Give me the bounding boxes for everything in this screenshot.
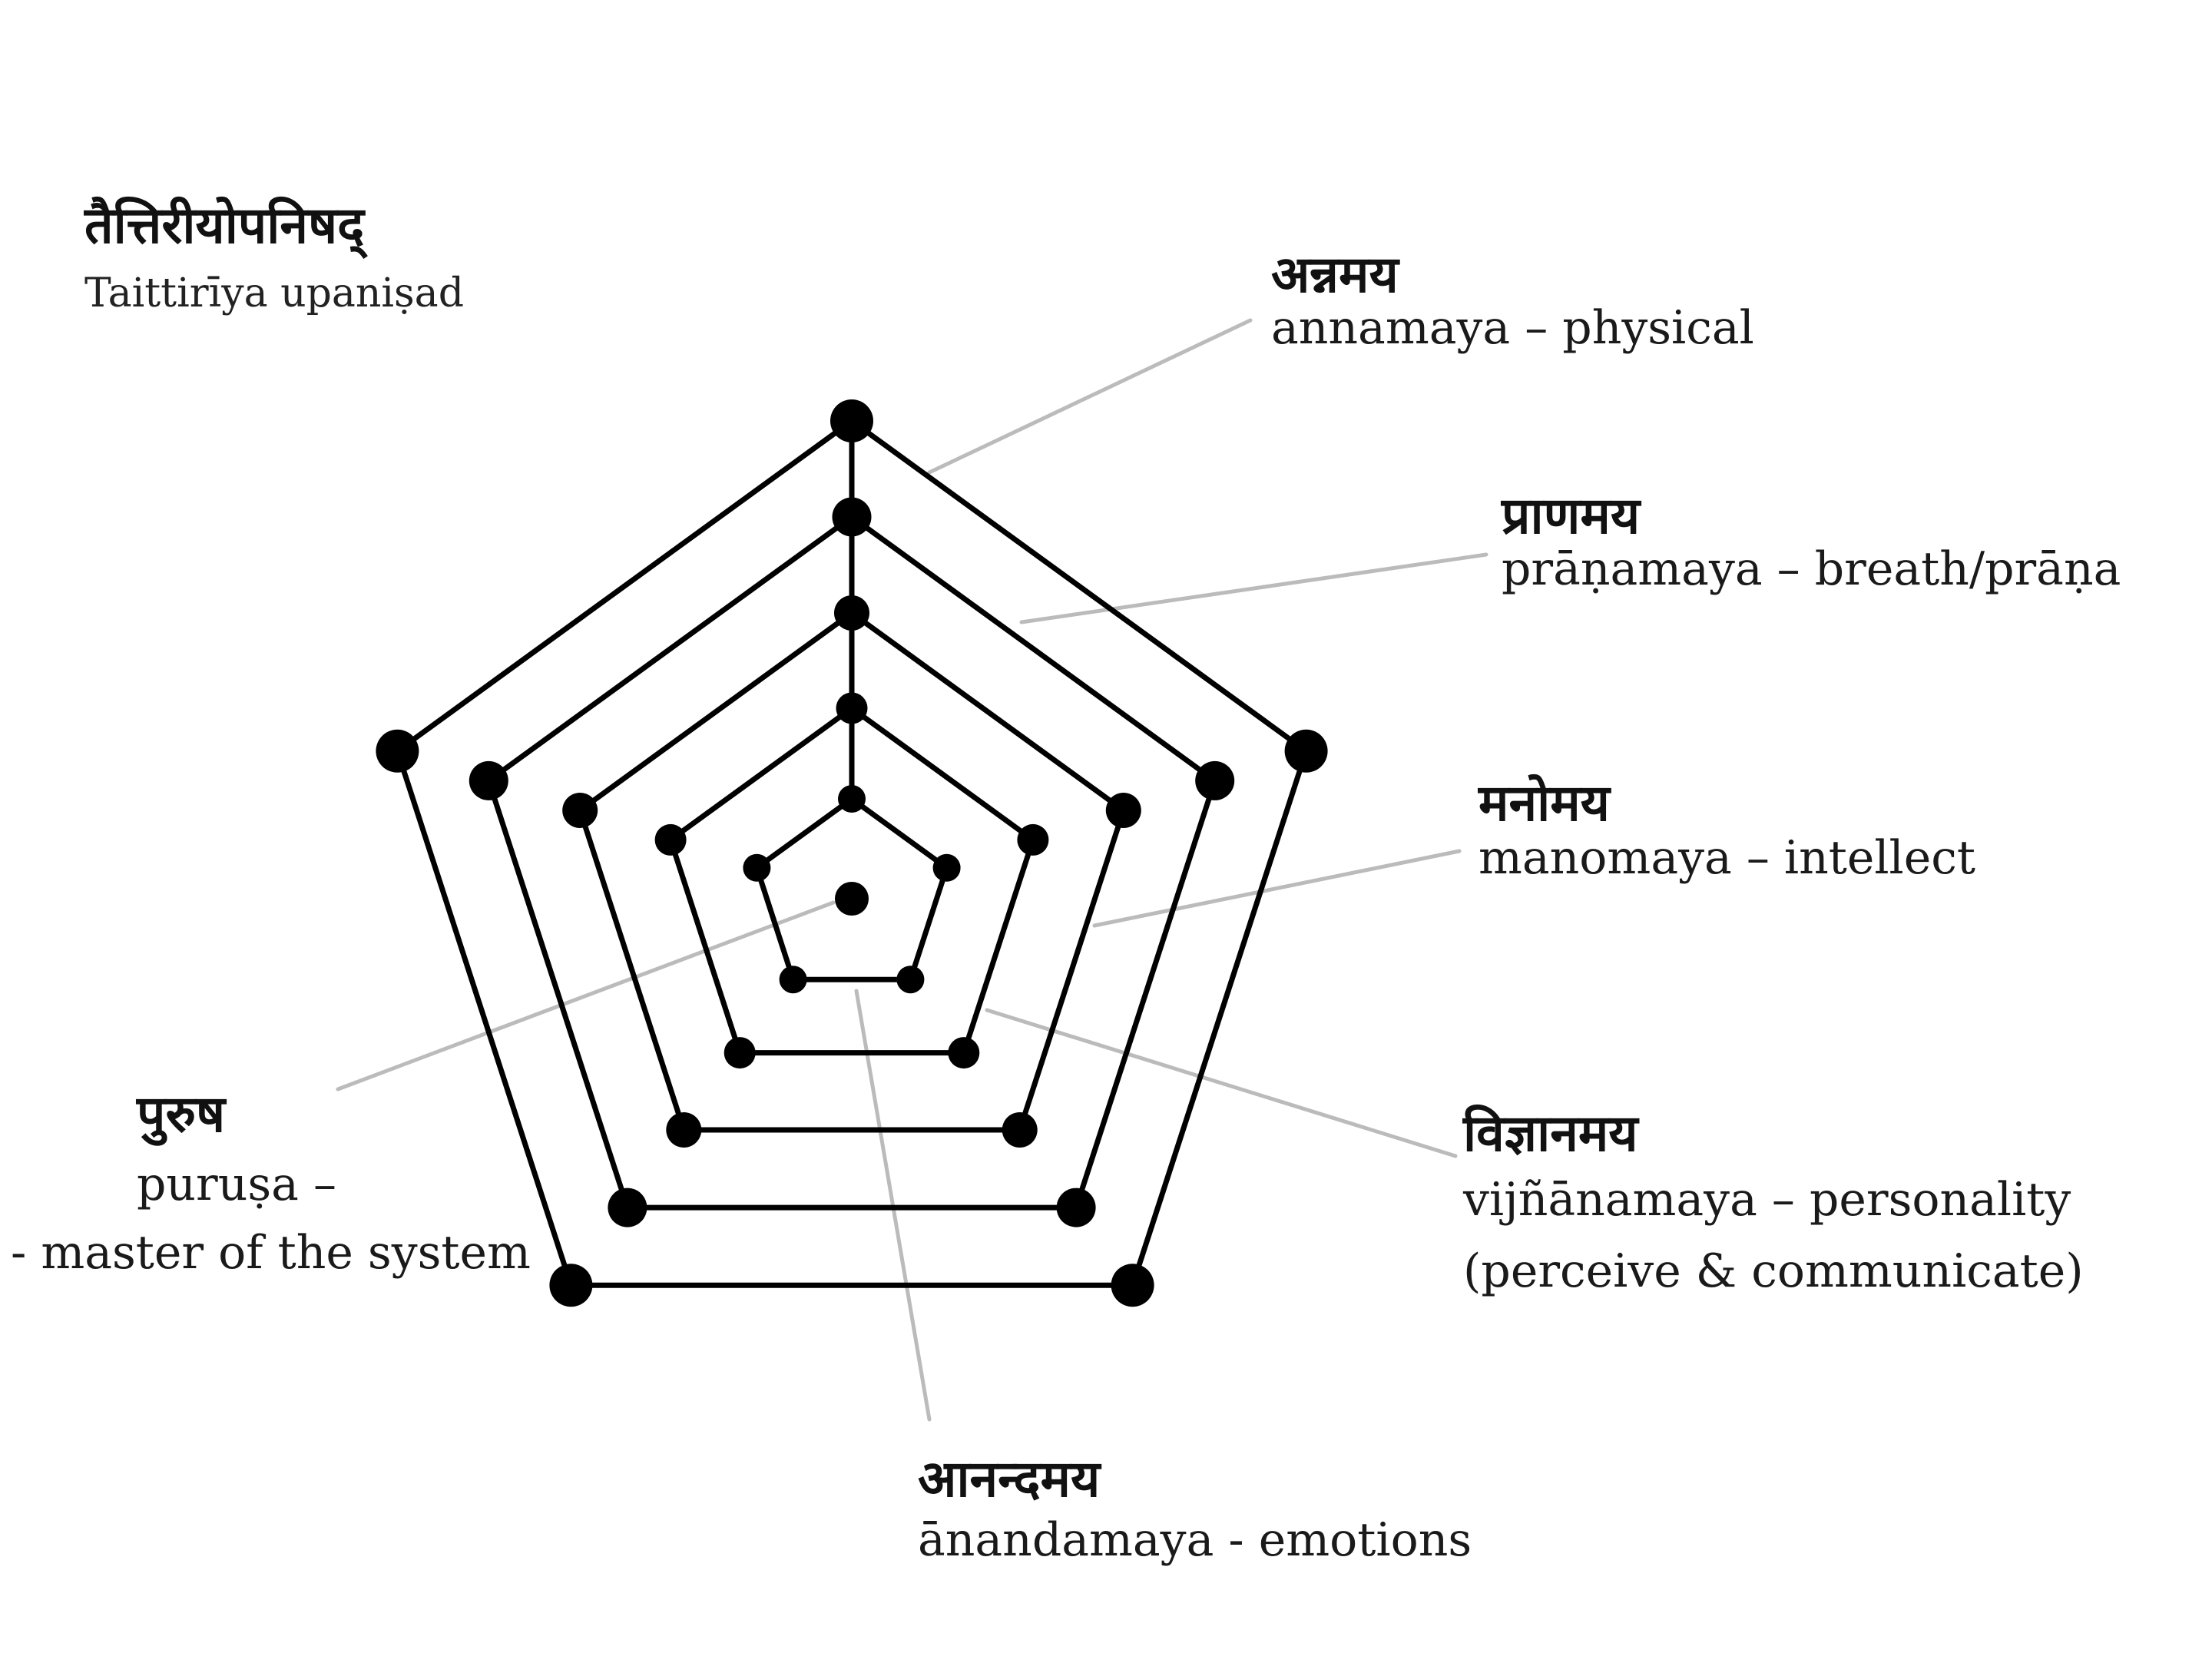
title-roman: Taittirīya upaniṣad [84,270,464,316]
title-devanagari: तैत्तिरीयोपनिषद् [84,196,365,255]
vertex-dot-r2-v3 [948,1037,980,1069]
vertex-dot-r1-v5 [743,853,771,882]
vertex-dot-r5-v2 [1284,729,1328,773]
vertex-dot-r3-v2 [1105,793,1141,828]
leader-manomaya [1092,849,1462,928]
label-vijnanamaya-roman: vijñānamaya – personality [1463,1173,2071,1227]
label-anandamaya-devanagari: आनन्दमय [918,1449,1101,1509]
leader-vijnanamaya [985,1008,1458,1158]
label-annamaya-roman: annamaya – physical [1271,301,1754,355]
vertex-dot-r4-v5 [469,760,508,800]
label-anandamaya-roman: ānandamaya - emotions [918,1513,1472,1567]
pentagon-ring-1 [753,795,950,982]
vertex-dot-r2-v4 [724,1037,756,1069]
vertex-dot-r2-v5 [654,823,687,856]
vertex-dot-r1-v4 [779,966,807,994]
vertex-dot-r5-v1 [830,399,873,442]
label-purusha-roman: puruṣa – [137,1158,337,1211]
vertex-dot-r1-v3 [896,966,925,994]
label-pranamaya-roman: prāṇamaya – breath/prāṇa [1502,542,2121,596]
pentagon-ring-4 [485,513,1218,1211]
vertex-dot-r1-v2 [932,853,961,882]
vertex-dot-r5-v3 [1111,1264,1154,1307]
label-vijnanamaya-roman-2: (perceive & communicate) [1463,1244,2084,1298]
leader-annamaya [927,318,1253,475]
label-manomaya-roman: manomaya – intellect [1479,831,1975,885]
leader-pranamaya [1019,552,1488,624]
label-purusha-roman-2: - master of the system [11,1226,531,1280]
vertex-dot-r3-v5 [562,793,598,828]
pentagon-ring-2 [667,704,1037,1056]
vertex-dot-r2-v2 [1017,823,1049,856]
label-vijnanamaya-devanagari: विज्ञानमय [1463,1104,1638,1163]
label-pranamaya-devanagari: प्राणमय [1502,486,1641,545]
vertex-dot-r3-v1 [834,595,869,631]
pentagon-ring-5 [394,417,1310,1288]
leader-purusha [336,900,836,1092]
center-dot [835,882,869,916]
vertex-dot-r4-v2 [1195,760,1235,800]
vertex-dot-r4-v3 [1056,1188,1096,1227]
label-manomaya-devanagari: मनोमय [1479,773,1610,833]
vertex-dot-r2-v1 [836,692,868,724]
pentagon-ring-3 [577,609,1127,1133]
vertex-dot-r1-v1 [838,785,866,813]
vertex-dot-r5-v4 [549,1264,593,1307]
vertex-dot-r4-v1 [832,497,872,537]
label-purusha-devanagari: पुरुष [137,1085,226,1144]
vertex-dot-r5-v5 [376,729,419,773]
vertex-dot-r3-v3 [1002,1112,1038,1148]
vertex-dot-r3-v4 [666,1112,702,1148]
label-annamaya-devanagari: अन्नमय [1271,245,1399,304]
vertex-dot-r4-v4 [608,1188,647,1227]
